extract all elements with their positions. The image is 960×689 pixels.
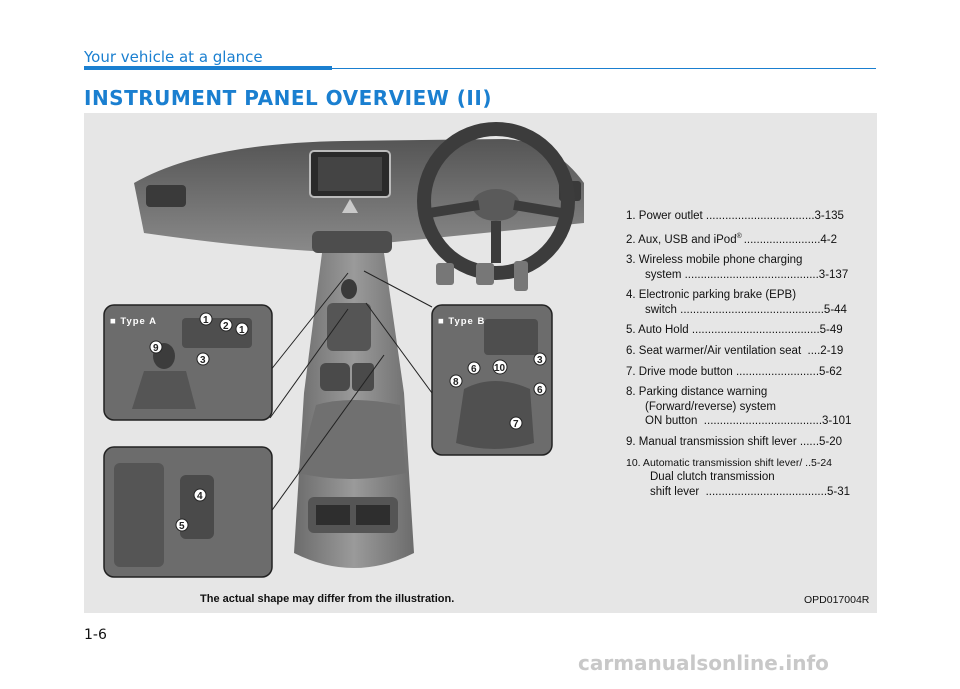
legend-line: system .................................… (645, 268, 849, 281)
callout-2: 2 (223, 321, 229, 332)
climate-controls (312, 231, 392, 253)
legend-list: 1. Power outlet ........................… (626, 209, 871, 505)
section-rule-thick (84, 66, 332, 70)
armrest (298, 400, 406, 479)
illustration-panel: ■ Type A 1 2 1 9 3 4 5 ■ Type B 3 6 10 8… (84, 113, 877, 613)
callout-1: 1 (239, 325, 245, 336)
leader-line (269, 272, 349, 372)
legend-item: 9. Manual transmission shift lever .....… (626, 435, 843, 448)
legend-item: 4. Electronic parking brake (EPB)switch … (626, 288, 871, 317)
section-rule-thin (332, 68, 876, 69)
steering-hub (472, 189, 520, 221)
legend-line: (Forward/reverse) system (645, 400, 776, 413)
rear-vent-right (356, 505, 390, 525)
callout-10: 10 (494, 363, 506, 374)
figure-code: OPD017004R (804, 594, 870, 606)
epb-inset: 4 5 (103, 446, 273, 578)
callout-6: 6 (471, 364, 477, 375)
legend-line: 10. Automatic transmission shift lever/ … (626, 456, 833, 469)
legend-line: shift lever ............................… (650, 485, 851, 498)
legend-item: 6. Seat warmer/Air ventilation seat ....… (626, 344, 844, 357)
pedal-2 (476, 263, 494, 285)
shift-knob (341, 279, 357, 299)
legend-line: Dual clutch transmission (650, 471, 775, 484)
callout-7: 7 (513, 419, 519, 430)
type-a-label: ■ Type A (110, 316, 157, 327)
callout-6: 6 (537, 385, 543, 396)
section-title: Your vehicle at a glance (84, 48, 263, 66)
cup-holder (320, 363, 350, 391)
callout-5: 5 (179, 521, 185, 532)
watermark: carmanualsonline.info (578, 651, 829, 675)
type-b-label: ■ Type B (438, 316, 485, 327)
steering-wheel (417, 122, 575, 280)
legend-item: 2. Aux, USB and iPod® ..................… (626, 230, 871, 247)
legend-item: 5. Auto Hold ...........................… (626, 324, 843, 337)
console-tray (352, 363, 374, 391)
leader-line (363, 270, 433, 308)
page-heading: INSTRUMENT PANEL OVERVIEW (II) (84, 86, 492, 110)
legend-item-text: 2. Aux, USB and iPod (626, 233, 737, 246)
figure-caption: The actual shape may differ from the ill… (200, 593, 455, 605)
legend-line: switch .................................… (645, 303, 847, 316)
leader-line (269, 308, 349, 419)
pedal-1 (436, 263, 454, 285)
legend-item: 7. Drive mode button ...................… (626, 365, 843, 378)
legend-item: 8. Parking distance warning(Forward/reve… (626, 385, 871, 429)
steering-spokes (428, 200, 563, 263)
callout-3: 3 (537, 355, 543, 366)
callout-1: 1 (203, 315, 209, 326)
registered-mark: ® (736, 232, 744, 240)
pedal-3 (514, 261, 528, 291)
legend-line: 8. Parking distance warning (626, 386, 768, 399)
type-b-inset: ■ Type B 3 6 10 8 6 7 (431, 304, 553, 456)
callout-8: 8 (453, 377, 459, 388)
callout-9: 9 (153, 343, 159, 354)
rear-vent-left (316, 505, 350, 525)
legend-item: 1. Power outlet ........................… (626, 210, 844, 222)
dashboard-illustration: ■ Type A 1 2 1 9 3 4 5 ■ Type B 3 6 10 8… (103, 122, 584, 578)
legend-item: 10. Automatic transmission shift lever/ … (626, 456, 871, 500)
legend-line: 4. Electronic parking brake (EPB) (626, 289, 797, 302)
legend-item-page: ........................4-2 (743, 233, 838, 246)
page-number: 1-6 (84, 627, 107, 643)
leader-line (365, 302, 433, 394)
legend-line: 3. Wireless mobile phone charging (626, 254, 803, 267)
callout-3: 3 (200, 355, 206, 366)
hazard-icon (342, 199, 358, 213)
type-a-inset: ■ Type A 1 2 1 9 3 (103, 304, 273, 421)
leader-line (269, 354, 385, 514)
callout-4: 4 (197, 491, 203, 502)
screen-display (318, 157, 382, 191)
legend-line: ON button ..............................… (645, 415, 852, 428)
shifter-area (327, 303, 371, 351)
left-vent (146, 185, 186, 207)
